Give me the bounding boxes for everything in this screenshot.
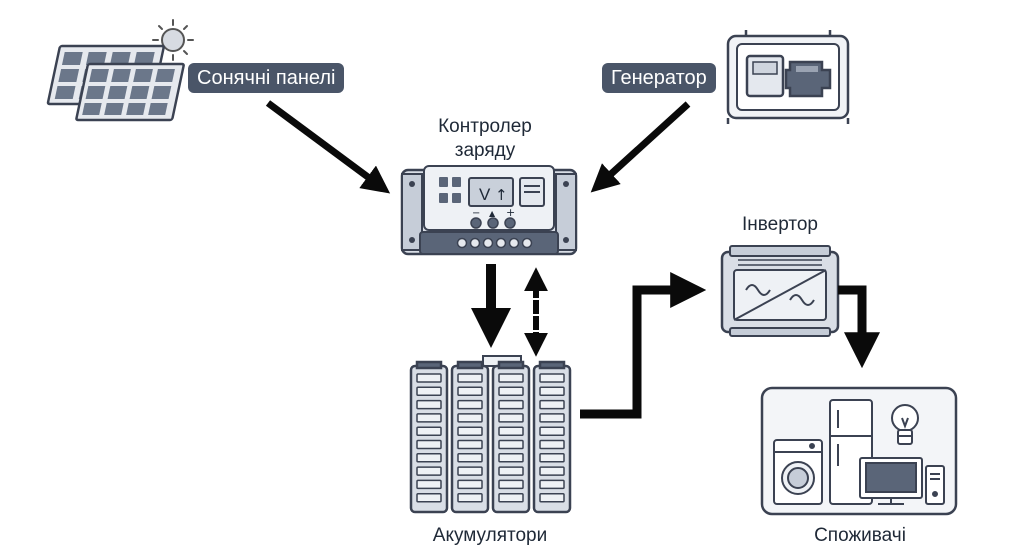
flow-arrows	[265, 100, 880, 419]
solar-panels-label: Сонячні панелі	[188, 63, 345, 93]
arrow-inverter-to-consumers	[838, 285, 880, 369]
battery-cell	[416, 439, 442, 450]
display-glyph-arrow: ↑	[495, 186, 508, 204]
charge-controller-caption-line1: Контролер	[438, 116, 532, 137]
battery-cell	[498, 426, 524, 436]
battery-cell	[457, 426, 483, 436]
battery-terminal	[538, 360, 566, 370]
battery-cell	[416, 453, 442, 463]
pc-tower-icon	[925, 465, 945, 505]
battery-cell	[539, 439, 565, 450]
battery-cell	[416, 426, 442, 436]
battery-cell	[457, 399, 483, 410]
solar-panel-icon	[46, 44, 185, 122]
generator-icon	[726, 30, 850, 124]
inverter-icon	[720, 245, 840, 337]
button-up-label: ▲	[489, 209, 496, 218]
arrow-solar-to-controller	[265, 100, 391, 194]
battery-cell	[498, 453, 524, 463]
arrow-batteries-to-inverter	[580, 272, 707, 419]
battery-cell	[498, 439, 524, 450]
battery-cell	[416, 399, 442, 410]
battery-cell	[457, 373, 483, 383]
consumers-group	[760, 386, 958, 516]
battery-cell	[498, 466, 524, 476]
battery-cell	[457, 439, 483, 450]
battery-cell	[457, 492, 483, 503]
charge-controller-caption: Контролер заряду	[400, 115, 570, 163]
battery-cell	[416, 479, 442, 490]
battery-cell	[498, 413, 524, 423]
washing-machine-icon	[773, 439, 823, 505]
battery-cell	[416, 466, 442, 476]
battery-cell	[539, 466, 565, 476]
battery-cell	[457, 413, 483, 423]
battery-cell	[539, 413, 565, 423]
batteries-caption: Акумулятори	[432, 525, 548, 546]
battery-cell	[539, 453, 565, 463]
charge-controller-caption-line2: заряду	[454, 140, 516, 161]
battery-cell	[416, 386, 442, 397]
battery-cell	[416, 373, 442, 383]
generator-label: Генератор	[602, 63, 716, 93]
light-bulb-icon	[891, 404, 919, 445]
charge-controller-icon	[400, 165, 578, 256]
button-plus-label: +	[506, 206, 515, 219]
battery-cell	[457, 466, 483, 476]
monitor-icon	[859, 457, 923, 505]
battery-cell	[539, 373, 565, 383]
battery-cell	[498, 386, 524, 397]
battery-cell	[498, 373, 524, 383]
battery-cell	[498, 479, 524, 490]
arrow-generator-to-controller	[590, 101, 691, 193]
battery-cell	[416, 492, 442, 503]
battery-cell	[498, 492, 524, 503]
battery-cell	[539, 399, 565, 410]
battery-cell	[539, 426, 565, 436]
battery-cell	[498, 399, 524, 410]
battery-cell	[457, 386, 483, 397]
consumers-caption: Споживачі	[814, 525, 906, 546]
battery-cell	[539, 479, 565, 490]
display-glyph-v: V	[479, 185, 491, 204]
button-minus-label: −	[472, 208, 480, 219]
battery-terminal	[456, 360, 484, 370]
battery-cell	[539, 492, 565, 503]
battery-cell	[539, 386, 565, 397]
battery-terminal	[415, 360, 443, 370]
battery-terminal	[497, 360, 525, 370]
inverter-caption: Інвертор	[742, 214, 818, 235]
battery-cell	[457, 479, 483, 490]
battery-bank-icon	[409, 355, 572, 514]
battery-cell	[416, 413, 442, 423]
battery-cell	[457, 453, 483, 463]
